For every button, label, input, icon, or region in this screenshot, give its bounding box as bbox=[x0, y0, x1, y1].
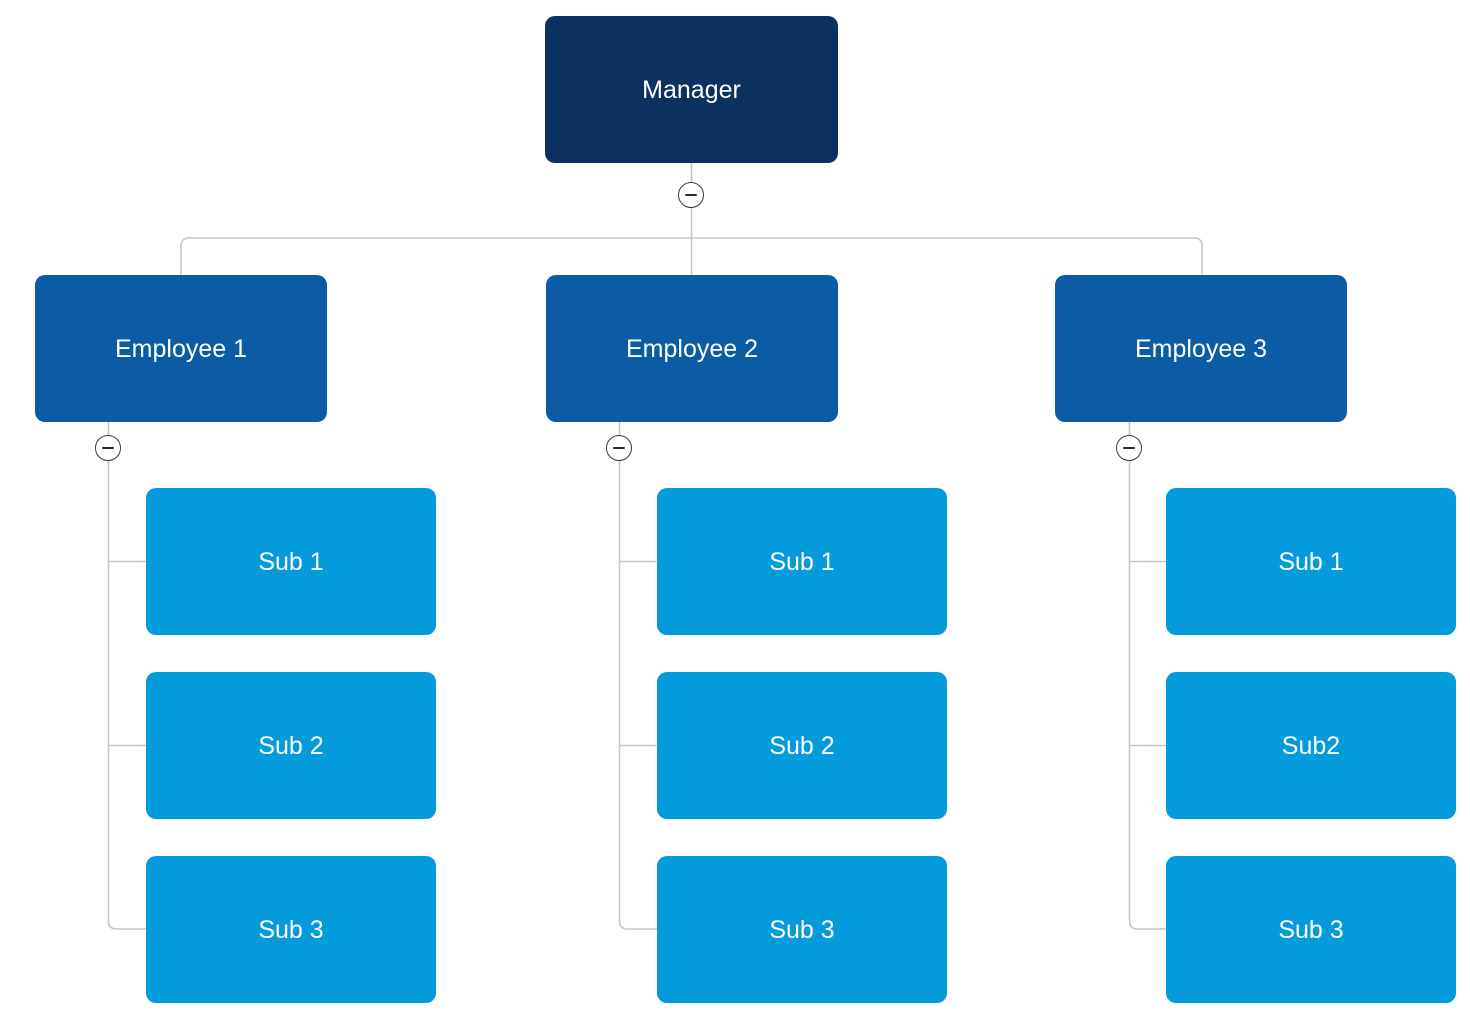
node-employee-3-sub-1-label: Sub 1 bbox=[1278, 547, 1344, 576]
connector-branch3-spine bbox=[1128, 461, 1166, 930]
node-employee-3[interactable]: Employee 3 bbox=[1055, 275, 1347, 422]
minus-bar-employee-2 bbox=[613, 446, 625, 450]
node-employee-1-sub-1-label: Sub 1 bbox=[258, 547, 324, 576]
node-employee-3-sub-2-label: Sub2 bbox=[1281, 731, 1341, 760]
node-employee-2-label: Employee 2 bbox=[625, 334, 759, 363]
node-manager[interactable]: Manager bbox=[545, 16, 838, 163]
node-employee-2-sub-3-label: Sub 3 bbox=[769, 915, 835, 944]
minus-circle-icon-employee-2[interactable] bbox=[606, 435, 632, 461]
minus-bar-employee-3 bbox=[1123, 446, 1135, 450]
node-manager-label: Manager bbox=[642, 75, 741, 104]
minus-circle-icon-root[interactable] bbox=[678, 182, 704, 208]
node-employee-2-sub-3[interactable]: Sub 3 bbox=[657, 856, 947, 1003]
connector-branch2-spine bbox=[618, 461, 657, 930]
node-employee-1-sub-3[interactable]: Sub 3 bbox=[146, 856, 436, 1003]
node-employee-1-sub-3-label: Sub 3 bbox=[258, 915, 324, 944]
node-employee-1-sub-2-label: Sub 2 bbox=[258, 731, 324, 760]
minus-circle-icon-employee-1[interactable] bbox=[95, 435, 121, 461]
node-employee-3-label: Employee 3 bbox=[1134, 334, 1268, 363]
node-employee-2-sub-2-label: Sub 2 bbox=[769, 731, 835, 760]
node-employee-3-sub-3[interactable]: Sub 3 bbox=[1166, 856, 1456, 1003]
node-employee-1-label: Employee 1 bbox=[114, 334, 248, 363]
minus-bar-employee-1 bbox=[102, 446, 114, 450]
connector-root-bus bbox=[180, 237, 1203, 275]
minus-circle-icon-employee-3[interactable] bbox=[1116, 435, 1142, 461]
minus-bar-root bbox=[685, 193, 697, 197]
node-employee-1-sub-1[interactable]: Sub 1 bbox=[146, 488, 436, 635]
node-employee-2-sub-2[interactable]: Sub 2 bbox=[657, 672, 947, 819]
node-employee-3-sub-1[interactable]: Sub 1 bbox=[1166, 488, 1456, 635]
node-employee-3-sub-3-label: Sub 3 bbox=[1278, 915, 1344, 944]
node-employee-2[interactable]: Employee 2 bbox=[546, 275, 838, 422]
node-employee-2-sub-1[interactable]: Sub 1 bbox=[657, 488, 947, 635]
connector-branch1-spine bbox=[107, 461, 146, 930]
node-employee-3-sub-2[interactable]: Sub2 bbox=[1166, 672, 1456, 819]
node-employee-1-sub-2[interactable]: Sub 2 bbox=[146, 672, 436, 819]
node-employee-1[interactable]: Employee 1 bbox=[35, 275, 327, 422]
node-employee-2-sub-1-label: Sub 1 bbox=[769, 547, 835, 576]
